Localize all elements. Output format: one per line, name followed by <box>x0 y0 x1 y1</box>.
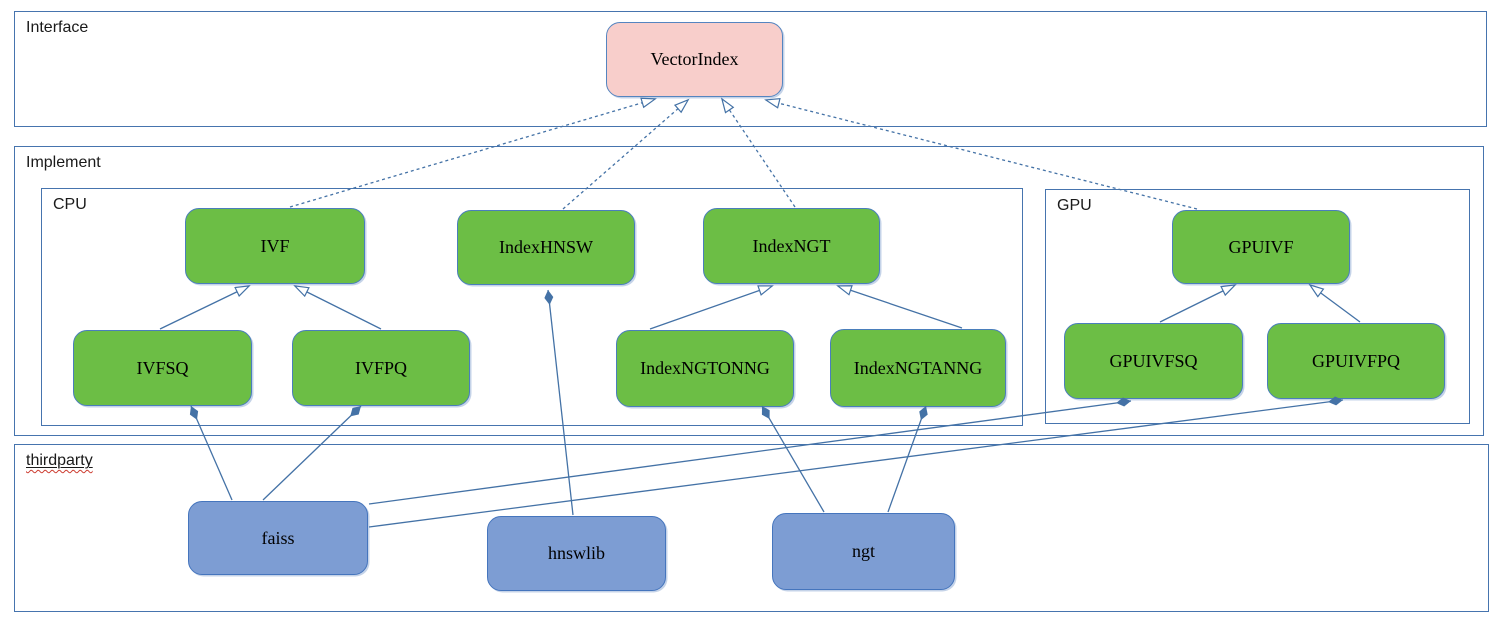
edge-ngt-indexngtonng[interactable] <box>761 405 825 513</box>
edge-indexhnsw-vectorindex[interactable] <box>562 100 688 210</box>
node-indexngtanng[interactable]: IndexNGTANNG <box>830 329 1006 407</box>
edge-ivfpq-ivf[interactable] <box>295 286 382 330</box>
container-label-wrap-gpu: GPU <box>1057 196 1092 215</box>
node-label-gpuivfsq: GPUIVFSQ <box>1109 350 1198 371</box>
edge-faiss-gpuivfpq[interactable] <box>368 396 1344 528</box>
container-label-cpu: CPU <box>53 196 87 213</box>
node-label-hnswlib: hnswlib <box>547 543 605 563</box>
node-indexhnsw[interactable]: IndexHNSW <box>457 210 635 285</box>
node-label-ngt: ngt <box>851 541 875 561</box>
container-label-wrap-cpu: CPU <box>53 195 87 214</box>
node-ivfpq[interactable]: IVFPQ <box>292 330 470 406</box>
node-label-vectorindex: VectorIndex <box>650 49 739 69</box>
node-gpuivfsq[interactable]: GPUIVFSQ <box>1064 323 1243 399</box>
edge-indexngt-vectorindex[interactable] <box>722 99 796 208</box>
container-label-wrap-implement: Implement <box>26 153 101 172</box>
container-implement[interactable]: Implement <box>14 146 1484 436</box>
edge-indexngtanng-indexngt[interactable] <box>838 286 963 329</box>
node-label-gpuivf: GPUIVF <box>1228 236 1294 257</box>
node-label-indexngtanng: IndexNGTANNG <box>853 357 983 378</box>
edge-faiss-ivfsq[interactable] <box>189 405 233 501</box>
container-thirdparty[interactable]: thirdparty <box>14 444 1489 612</box>
node-ivfsq[interactable]: IVFSQ <box>73 330 252 406</box>
node-faiss[interactable]: faiss <box>188 501 368 575</box>
node-gpuivf[interactable]: GPUIVF <box>1172 210 1350 284</box>
edge-gpuivf-vectorindex[interactable] <box>766 100 1198 210</box>
container-gpu[interactable]: GPU <box>1045 189 1470 424</box>
node-label-ivfsq: IVFSQ <box>136 357 189 378</box>
node-label-indexngtonng: IndexNGTONNG <box>640 358 770 378</box>
edge-ivfsq-ivf[interactable] <box>159 286 249 330</box>
node-label-ivf: IVF <box>260 235 290 256</box>
node-label-indexhnsw: IndexHNSW <box>499 237 593 257</box>
edge-faiss-ivfpq[interactable] <box>262 405 362 501</box>
container-label-interface: Interface <box>26 19 89 36</box>
edge-hnswlib-indexhnsw[interactable] <box>544 289 574 516</box>
container-label-thirdparty: thirdparty <box>26 452 93 469</box>
container-label-wrap-interface: Interface <box>26 18 88 37</box>
edge-faiss-gpuivfsq[interactable] <box>368 397 1132 505</box>
edge-gpuivfsq-gpuivf[interactable] <box>1159 285 1235 323</box>
node-hnswlib[interactable]: hnswlib <box>487 516 666 591</box>
node-gpuivfpq[interactable]: GPUIVFPQ <box>1267 323 1445 399</box>
node-ngt[interactable]: ngt <box>772 513 955 590</box>
container-label-gpu: GPU <box>1057 197 1092 214</box>
container-interface[interactable]: Interface <box>14 11 1487 127</box>
node-label-faiss: faiss <box>261 527 295 548</box>
edge-gpuivfpq-gpuivf[interactable] <box>1310 285 1361 323</box>
node-label-indexngt: IndexNGT <box>752 235 831 256</box>
node-vectorindex[interactable]: VectorIndex <box>606 22 783 97</box>
node-indexngt[interactable]: IndexNGT <box>703 208 880 284</box>
node-indexngtonng[interactable]: IndexNGTONNG <box>616 330 794 407</box>
container-cpu[interactable]: CPU <box>41 188 1023 426</box>
node-label-gpuivfpq: GPUIVFPQ <box>1311 350 1401 371</box>
node-label-ivfpq: IVFPQ <box>354 357 407 378</box>
container-label-wrap-thirdparty: thirdparty <box>26 451 93 470</box>
edge-indexngtonng-indexngt[interactable] <box>649 286 772 330</box>
edge-ngt-indexngtanng[interactable] <box>887 405 928 513</box>
container-label-implement: Implement <box>26 154 101 171</box>
node-ivf[interactable]: IVF <box>185 208 365 284</box>
